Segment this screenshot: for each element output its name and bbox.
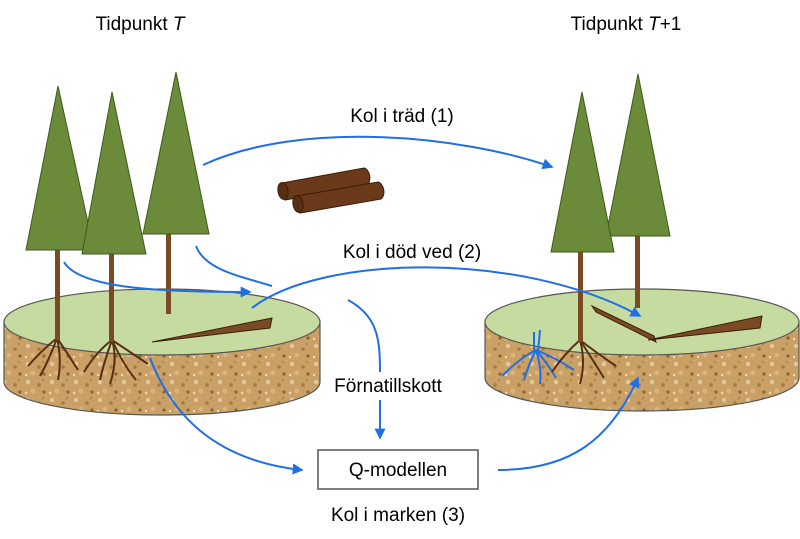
- right-fallen-wood-1: [590, 304, 657, 343]
- left-fallen-wood: [151, 317, 273, 343]
- left-tree-2: [81, 91, 147, 255]
- q-model-box: [317, 449, 479, 490]
- arrow-litter-stub: [195, 245, 273, 287]
- right-roots: [551, 339, 617, 385]
- right-ground-disc: [484, 288, 800, 412]
- arrow-tree-to-deadwood: [63, 261, 252, 298]
- right-fallen-wood-2: [647, 315, 763, 341]
- arrow-soil-carbon: [497, 376, 640, 471]
- right-tree-1: [550, 91, 615, 253]
- label-soil: Kol i marken (3): [331, 505, 465, 526]
- arrow-roots-to-model: [149, 357, 304, 475]
- left-trunk-1: [55, 248, 60, 340]
- right-dead-roots: [501, 329, 575, 385]
- arrow-trees: [202, 135, 554, 170]
- log-2: [296, 181, 385, 214]
- harvested-logs: [277, 167, 385, 214]
- label-dead-wood: Kol i död ved (2): [343, 242, 481, 263]
- right-trunk-1: [578, 250, 583, 342]
- right-grass-top: [484, 288, 800, 356]
- timepoint-left: Tidpunkt T: [95, 14, 185, 35]
- arrow-litter-upper: [347, 299, 381, 373]
- left-grass-top: [3, 288, 321, 356]
- arrow-dead-wood: [251, 266, 642, 317]
- timepoint-right: Tidpunkt T+1: [571, 14, 682, 35]
- label-q-model: Q-modellen: [349, 460, 447, 481]
- label-litter: Förnatillskott: [334, 376, 442, 397]
- left-tree-3: [142, 71, 210, 235]
- left-roots: [27, 337, 149, 385]
- right-trunk-2: [635, 234, 640, 308]
- flow-arrows: [63, 135, 642, 475]
- left-trunk-2: [109, 252, 114, 342]
- left-trunk-3: [166, 232, 171, 314]
- left-tree-1: [25, 85, 95, 251]
- label-trees: Kol i träd (1): [350, 106, 453, 127]
- right-tree-2: [605, 73, 671, 237]
